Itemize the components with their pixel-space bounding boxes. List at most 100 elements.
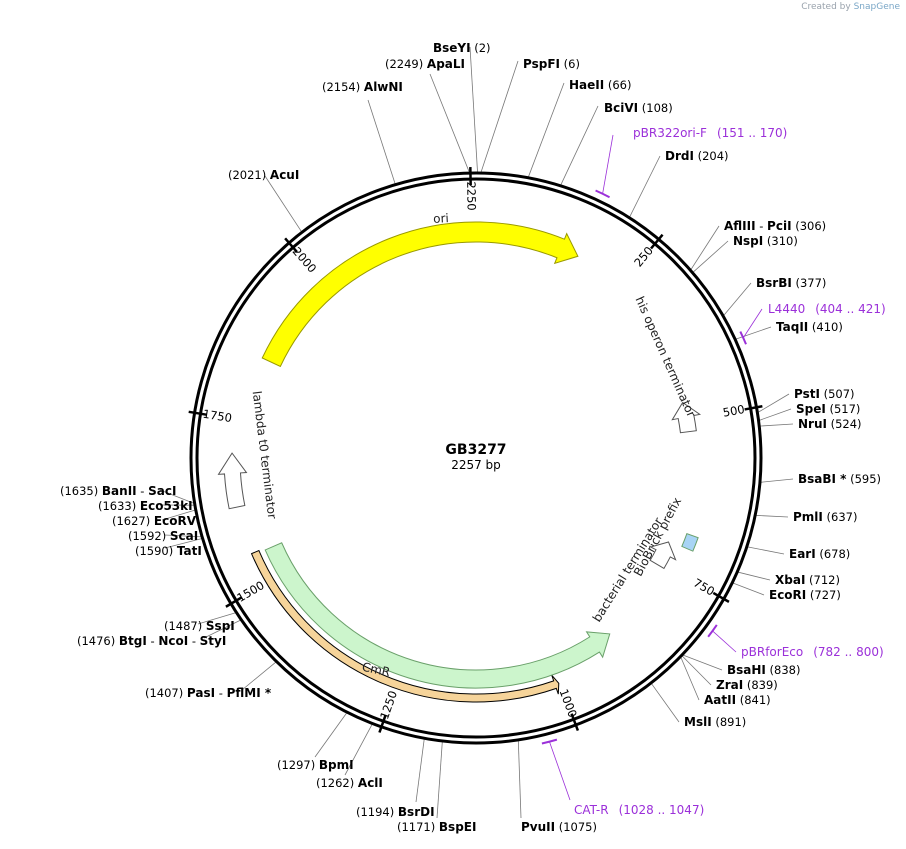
site-line-pspfi [480, 60, 519, 174]
tick-mark-1750 [188, 410, 207, 416]
primer-label-pbr322ori-f: pBR322ori-F(151 .. 170) [633, 126, 787, 140]
enzyme-name: AlwNI [364, 80, 403, 94]
feature-label-bacterial-terminator: bacterial terminator [590, 515, 666, 624]
site-position: (727) [806, 588, 841, 602]
feature-arrow-bacterial-terminator [649, 541, 677, 570]
enzyme-name: NspI [733, 234, 763, 248]
site-label-sspi: (1487) SspI [164, 619, 235, 633]
site-separator: - [188, 634, 199, 648]
site-line-bspei [436, 740, 443, 819]
site-line-acli [344, 723, 373, 776]
site-label-bspei: (1171) BspEI [397, 820, 476, 834]
feature-arrow-ori [261, 221, 579, 368]
enzyme-name: BsrDI [398, 805, 435, 819]
feature-arrow-cmr [264, 542, 611, 689]
enzyme-name: ZraI [716, 678, 743, 692]
primer-line-pbrforeco [712, 630, 737, 653]
site-position: (2) [471, 41, 491, 55]
enzyme-name: BanII [102, 484, 137, 498]
site-position: (1592) [128, 529, 170, 543]
site-position: (1297) [277, 758, 319, 772]
site-line-eari [746, 546, 785, 555]
plasmid-name: GB3277 [445, 442, 506, 458]
site-label-xbai: XbaI (712) [775, 573, 840, 587]
site-line-bsrbi [722, 282, 752, 317]
site-label-alwni: (2154) AlwNI [322, 80, 403, 94]
site-line-aatii [680, 656, 700, 701]
enzyme-name: EcoRV [154, 514, 197, 528]
site-position: (678) [816, 547, 851, 561]
feature-arrow-biobrick-prefix [681, 533, 699, 552]
primer-name: pBRforEco [741, 645, 803, 659]
tick-label-1000: 1000 [557, 687, 580, 719]
site-label-pvuii: PvuII (1075) [521, 820, 597, 834]
site-line-haeii [527, 82, 565, 178]
primers: pBR322ori-F(151 .. 170)L4440(404 .. 421)… [541, 126, 886, 817]
site-position: (1635) [60, 484, 102, 498]
enzyme-name: PstI [794, 387, 820, 401]
enzyme-name: MslI [684, 715, 712, 729]
primer-arrow-pbrforeco [707, 624, 718, 638]
site-line-psti [757, 393, 790, 414]
enzyme-name: TatI [177, 544, 202, 558]
brand-prefix: Created by [801, 2, 851, 12]
site-line-afliii [690, 225, 720, 271]
site-label-pasi: (1407) PasI - PflMI * [145, 686, 272, 700]
enzyme-name: BpmI [319, 758, 354, 772]
feature-label-his-operon-terminator: his operon terminator [633, 294, 699, 419]
site-line-zrai [681, 655, 712, 686]
tick-label-1250: 1250 [377, 689, 400, 721]
enzyme-name: BsrBI [756, 276, 792, 290]
enzyme-name: EcoRI [769, 588, 806, 602]
site-position: (2249) [385, 57, 427, 71]
site-line-bcivi [560, 105, 599, 186]
site-position: (1476) [77, 634, 119, 648]
primer-name: pBR322ori-F [633, 126, 707, 140]
site-line-drdi [628, 155, 661, 218]
site-position: (2154) [322, 80, 364, 94]
tick-label-750: 750 [691, 576, 717, 599]
tick-mark-500 [744, 404, 763, 411]
site-label-apali: (2249) ApaLI [385, 57, 465, 71]
plasmid-center: GB3277 2257 bp [445, 442, 506, 472]
site-label-nrui: NruI (524) [798, 417, 862, 431]
enzyme-name: SpeI [796, 402, 826, 416]
site-position: (637) [823, 510, 858, 524]
enzyme-name: DrdI [665, 149, 694, 163]
site-position: (1633) [98, 499, 140, 513]
site-line-pmli [755, 514, 789, 518]
site-separator: - [137, 484, 148, 498]
enzyme-name: PasI [187, 686, 215, 700]
site-line-scai [164, 534, 203, 538]
site-line-bseyi [469, 46, 478, 174]
site-labels: BseYI (2)PspFI (6)HaeII (66)BciVI (108)D… [60, 41, 881, 834]
primer-line-l4440 [742, 308, 763, 339]
tick-label-2000: 2000 [290, 244, 320, 275]
site-position: (2021) [228, 168, 270, 182]
site-label-zrai: ZraI (839) [716, 678, 778, 692]
enzyme-name: BciVI [604, 101, 638, 115]
site-position: (524) [827, 417, 862, 431]
site-label-taqii: TaqII (410) [776, 320, 843, 334]
site-position: (108) [638, 101, 673, 115]
site-line-tati [164, 538, 203, 549]
tick-mark-1250 [378, 715, 387, 733]
enzyme-name: PflMI * [227, 686, 272, 700]
site-label-tati: (1590) TatI [135, 544, 202, 558]
feature-label-ori: ori [433, 211, 449, 226]
tick-label-500: 500 [722, 402, 746, 420]
primer-label-pbrforeco: pBRforEco(782 .. 800) [741, 645, 884, 659]
site-line-nspi [692, 240, 729, 274]
primer-label-cat-r: CAT-R(1028 .. 1047) [574, 803, 704, 817]
site-position: (377) [792, 276, 827, 290]
site-label-banii: (1635) BanII - SacI [60, 484, 176, 498]
primer-arrow-l4440 [739, 331, 747, 345]
primer-name: CAT-R [574, 803, 609, 817]
site-label-pspfi: PspFI (6) [523, 57, 580, 71]
plasmid-size: 2257 bp [451, 458, 501, 472]
enzyme-name: NruI [798, 417, 827, 431]
feature-label-cmr: CmR [361, 660, 392, 680]
site-position: (6) [560, 57, 580, 71]
snapgene-brand: Created by SnapGene [801, 2, 900, 12]
site-position: (204) [694, 149, 729, 163]
